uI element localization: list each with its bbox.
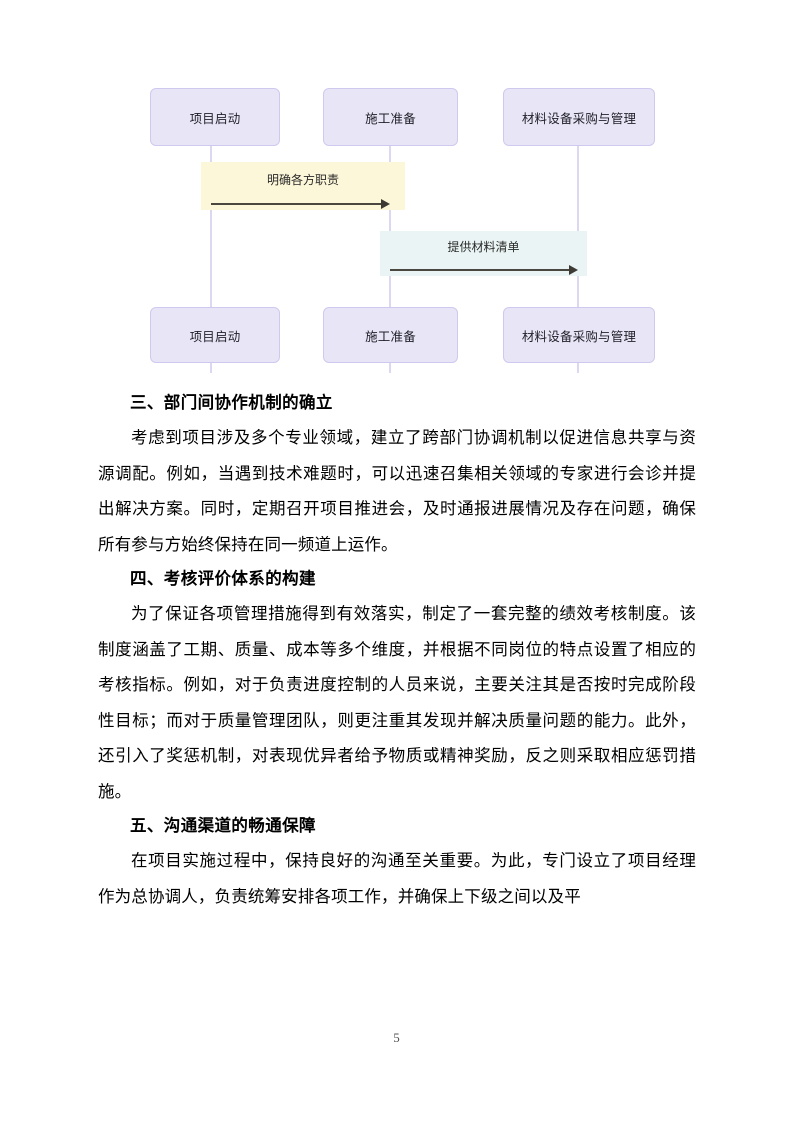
participant-label: 项目启动 <box>189 329 241 344</box>
page-number: 5 <box>393 1030 400 1045</box>
message-label-2: 提供材料清单 <box>447 240 520 254</box>
message-arrow-2 <box>390 265 578 275</box>
participant-label: 材料设备采购与管理 <box>521 111 637 126</box>
message-arrow-1 <box>211 199 390 209</box>
message-band-2 <box>380 231 587 276</box>
participant-box-bottom-1: 项目启动 <box>150 307 280 363</box>
section-heading-4: 四、考核评价体系的构建 <box>130 569 316 588</box>
section-paragraph-3: 考虑到项目涉及多个专业领域，建立了跨部门协调机制以促进信息共享与资源调配。例如，… <box>98 428 696 554</box>
document-body: 三、部门间协作机制的确立 考虑到项目涉及多个专业领域，建立了跨部门协调机制以促进… <box>98 386 696 914</box>
section-paragraph-4: 为了保证各项管理措施得到有效落实，制定了一套完整的绩效考核制度。该制度涵盖了工期… <box>98 604 696 801</box>
message-band-1 <box>201 162 405 210</box>
participant-box-top-1: 项目启动 <box>150 88 280 146</box>
participant-label: 施工准备 <box>365 329 416 344</box>
section-paragraph-5: 在项目实施过程中，保持良好的沟通至关重要。为此，专门设立了项目经理作为总协调人，… <box>98 851 696 906</box>
participant-label: 项目启动 <box>189 111 241 126</box>
participant-box-top-2: 施工准备 <box>323 88 458 146</box>
lifeline-p1 <box>210 146 212 373</box>
section-heading-3: 三、部门间协作机制的确立 <box>130 393 333 412</box>
participant-label: 施工准备 <box>365 111 416 126</box>
section-heading-5: 五、沟通渠道的畅通保障 <box>130 816 316 835</box>
participant-box-bottom-3: 材料设备采购与管理 <box>503 307 655 363</box>
participant-box-top-3: 材料设备采购与管理 <box>503 88 655 146</box>
sequence-diagram: 明确各方职责 提供材料清单 项目启动 施工准备 材料设备采购与管理 项目启动 施… <box>140 82 670 374</box>
participant-label: 材料设备采购与管理 <box>521 329 637 344</box>
message-label-1: 明确各方职责 <box>266 173 339 187</box>
participant-box-bottom-2: 施工准备 <box>323 307 458 363</box>
